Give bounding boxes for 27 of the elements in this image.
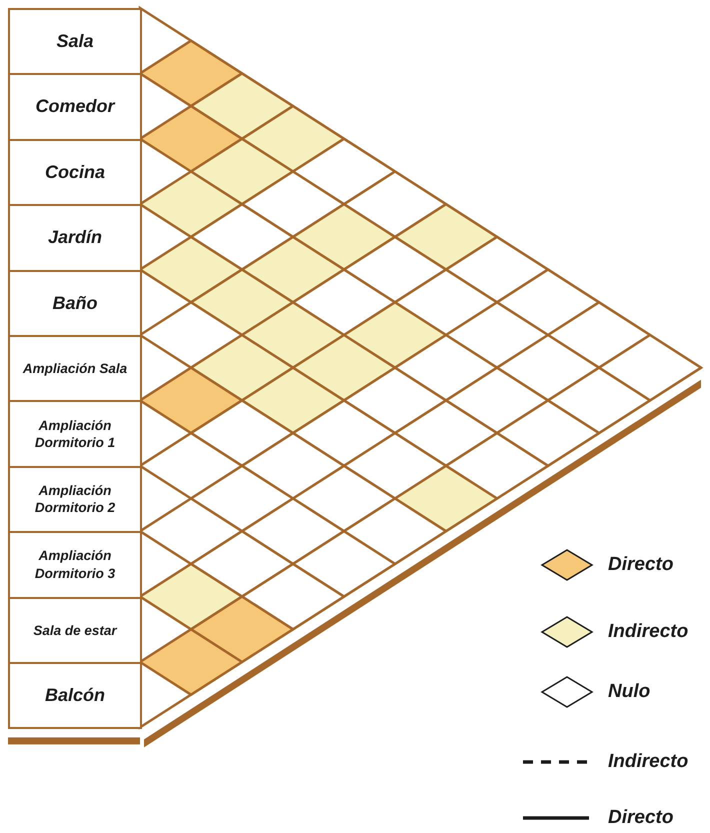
row-label-box: [8, 531, 142, 599]
legend-label: Indirecto: [608, 621, 688, 643]
row-label-box: [8, 596, 142, 664]
legend-label: Directo: [608, 554, 674, 576]
row-label: Ampliación Dormitorio 1: [34, 416, 116, 452]
row-label: Comedor: [34, 95, 116, 118]
row-label-box: [8, 138, 142, 206]
row-label: Ampliación Dormitorio 2: [34, 482, 116, 518]
row-label-box: [8, 400, 142, 468]
legend-label: Indirecto: [608, 751, 688, 773]
row-label: Sala de estar: [32, 622, 118, 640]
row-label-box: [8, 270, 142, 337]
row-label: Ampliación Sala: [22, 360, 128, 378]
row-label-box: [8, 662, 142, 730]
legend-label: Directo: [608, 807, 674, 829]
row-label: Balcón: [44, 684, 106, 707]
row-label-box: [8, 466, 142, 534]
row-label-box: [8, 73, 142, 141]
row-label: Sala: [55, 30, 95, 53]
row-label-box: [8, 204, 142, 272]
row-label-box: [8, 335, 142, 402]
row-label-box: [8, 8, 142, 76]
row-label: Cocina: [44, 160, 106, 184]
row-label: Ampliación Dormitorio 3: [34, 547, 116, 582]
legend-label: Nulo: [608, 681, 650, 703]
row-label: Baño: [52, 292, 98, 315]
row-label: Jardín: [46, 226, 104, 250]
